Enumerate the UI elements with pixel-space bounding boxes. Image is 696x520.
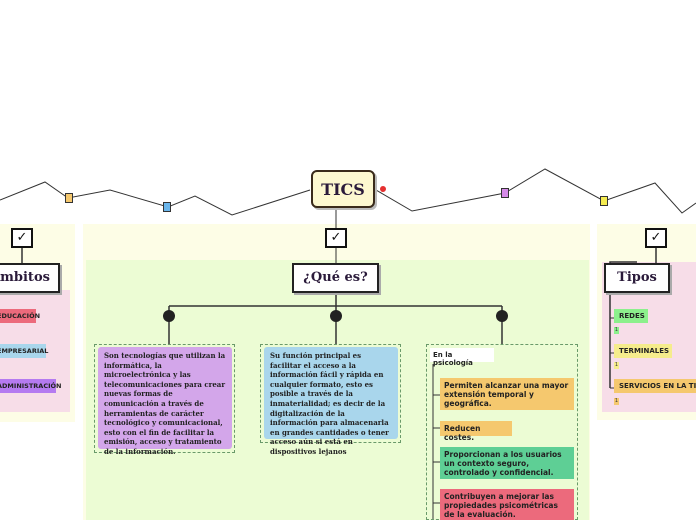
attachment-icon — [380, 186, 386, 192]
topic-ambitos[interactable]: Ámbitos — [0, 263, 60, 293]
psych-item-evaluation[interactable]: Contribuyen a mejorar las propiedades ps… — [440, 489, 574, 520]
central-topic[interactable]: TICS — [311, 170, 375, 208]
node-dot — [330, 310, 342, 322]
type-servicios[interactable]: SERVICIOS EN LA TIC — [614, 379, 696, 393]
type-terminales[interactable]: TERMINALES — [614, 344, 672, 358]
function-card[interactable]: Su función principal es facilitar el acc… — [264, 347, 398, 456]
item-count-badge: 1 — [614, 398, 619, 405]
branch-marker-icon — [501, 188, 509, 198]
type-redes[interactable]: REDES — [614, 309, 648, 323]
item-count-badge: 1 — [614, 327, 619, 334]
topic-que-es[interactable]: ¿Qué es? — [292, 263, 379, 293]
definition-frame — [94, 344, 235, 453]
item-education[interactable]: EDUCACIÓN — [0, 309, 40, 323]
psych-item-reach[interactable]: Permiten alcanzar una mayor extensión te… — [440, 378, 574, 410]
checkbox-icon[interactable]: ✓ — [645, 228, 667, 248]
item-count-badge: 1 — [614, 362, 619, 369]
psych-item-costs[interactable]: Reducen costes. — [440, 421, 512, 442]
checkbox-icon[interactable]: ✓ — [11, 228, 33, 248]
node-dot — [163, 310, 175, 322]
psychology-label[interactable]: En la psicología — [430, 348, 494, 367]
function-frame — [260, 344, 401, 443]
topic-tipos[interactable]: Tipos — [604, 263, 670, 293]
branch-marker-icon — [65, 193, 73, 203]
item-administration[interactable]: ADMINISTRACIÓN — [0, 379, 61, 393]
branch-marker-icon — [163, 202, 171, 212]
branch-marker-icon — [600, 196, 608, 206]
item-business[interactable]: EMPRESARIAL — [0, 344, 48, 358]
psych-item-context[interactable]: Proporcionan a los usuarios un contexto … — [440, 447, 574, 479]
checkbox-icon[interactable]: ✓ — [325, 228, 347, 248]
definition-card[interactable]: Son tecnologías que utilizan la informát… — [98, 347, 232, 456]
node-dot — [496, 310, 508, 322]
